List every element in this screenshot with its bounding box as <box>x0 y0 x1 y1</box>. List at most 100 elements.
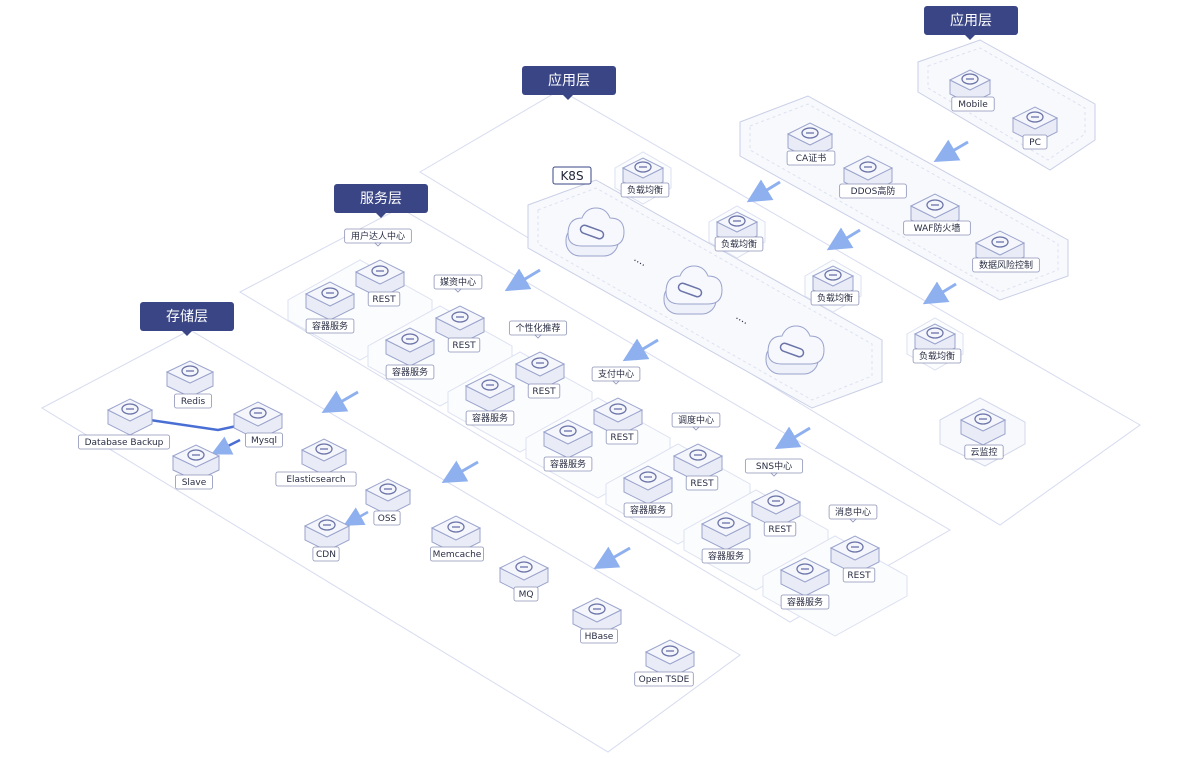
cup-icon <box>451 311 469 323</box>
cdn-label-text: CDN <box>316 550 336 560</box>
service-title-3: 个性化推荐 <box>508 320 568 339</box>
layer-tag-app-center: 应用层 <box>522 66 616 100</box>
layer-tag-app-right-text: 应用层 <box>950 12 992 29</box>
pc-label-text: PC <box>1029 138 1041 148</box>
memcache-label: Memcache <box>429 546 484 562</box>
container-label-3: 容器服务 <box>465 410 515 426</box>
service-title-5-text: 调度中心 <box>678 414 714 426</box>
rest-label-4-text: REST <box>610 433 634 443</box>
slave-label-text: Slave <box>182 478 207 488</box>
rest-node-2 <box>434 305 486 345</box>
container-label-7-text: 容器服务 <box>787 596 823 608</box>
monitor-label: 云监控 <box>964 444 1004 460</box>
db-backup-label: Database Backup <box>78 434 170 450</box>
cube-icon <box>639 471 657 483</box>
rest-node-5 <box>672 443 724 483</box>
risk-control-icon <box>991 236 1009 248</box>
load-balancer-label-1: 负载均衡 <box>620 182 670 198</box>
cube-icon <box>796 563 814 575</box>
elasticsearch-icon <box>315 443 333 455</box>
branch-icon <box>515 561 533 573</box>
container-label-7: 容器服务 <box>780 594 830 610</box>
rest-node-1 <box>354 259 406 299</box>
k8s-label: K8S <box>552 166 592 185</box>
mq-label: MQ <box>513 586 539 602</box>
container-label-6-text: 容器服务 <box>708 550 744 562</box>
arrow-service-to-storage-3 <box>593 546 631 569</box>
database-backup-icon <box>121 403 139 415</box>
load-balancer-label-2: 负载均衡 <box>714 236 764 252</box>
db-backup-node <box>106 398 154 436</box>
waf-label: WAF防火墙 <box>903 220 971 236</box>
dolphin-icon <box>249 407 267 419</box>
load-balancer-label-3: 负载均衡 <box>810 290 860 306</box>
arrow-service-to-storage-1 <box>321 390 359 413</box>
k8s-node-3 <box>765 325 825 375</box>
container-node-2 <box>384 327 436 367</box>
layer-tag-app-right: 应用层 <box>924 6 1018 40</box>
storage-layer-platform <box>40 329 741 753</box>
load-balancer-label-2-text: 负载均衡 <box>721 238 757 250</box>
mobile-label-text: Mobile <box>958 100 988 110</box>
rest-label-4: REST <box>605 429 639 445</box>
container-label-6: 容器服务 <box>701 548 751 564</box>
rest-label-3: REST <box>527 383 561 399</box>
memcache-label-text: Memcache <box>433 550 482 560</box>
cdn-node <box>303 514 351 552</box>
ca-label-text: CA证书 <box>796 153 826 164</box>
rest-node-7 <box>829 535 881 575</box>
ca-label: CA证书 <box>786 150 836 166</box>
layer-tag-storage-text: 存储层 <box>166 309 208 325</box>
redis-node <box>165 360 215 398</box>
rest-node-4 <box>592 397 644 437</box>
rest-label-1: REST <box>367 291 401 307</box>
k8s-nodes <box>565 207 825 375</box>
slave-label: Slave <box>175 474 213 490</box>
elasticsearch-label-text: Elasticsearch <box>286 475 345 485</box>
k8s-node-2 <box>663 265 723 315</box>
certificate-icon <box>801 127 819 139</box>
cdn-label: CDN <box>312 546 340 562</box>
container-label-1: 容器服务 <box>305 318 355 334</box>
load-balancer-label-4: 负载均衡 <box>912 348 962 364</box>
oss-label-text: OSS <box>378 514 397 524</box>
cube-icon <box>559 425 577 437</box>
paper-plane-icon <box>926 327 944 339</box>
rest-label-7: REST <box>842 567 876 583</box>
memcache-icon <box>447 521 465 533</box>
mysql-label-text: Mysql <box>251 436 277 446</box>
container-label-4: 容器服务 <box>543 456 593 472</box>
cup-icon <box>767 495 785 507</box>
monitor-icon <box>1026 111 1044 123</box>
arrow-security-to-lb-1 <box>746 179 781 203</box>
risk-label-text: 数据风险控制 <box>979 259 1033 271</box>
ddos-label: DDOS高防 <box>839 183 907 199</box>
service-title-6-text: SNS中心 <box>756 460 792 472</box>
cube-icon <box>717 517 735 529</box>
service-title-5: 调度中心 <box>671 412 721 431</box>
monitor-node <box>959 408 1007 446</box>
oss-label: OSS <box>373 510 401 526</box>
slave-icon <box>187 449 205 461</box>
opentsde-label-text: Open TSDE <box>639 675 690 685</box>
rest-label-6: REST <box>763 521 797 537</box>
arrow-oss-to-cdn <box>343 507 369 526</box>
rest-label-5: REST <box>685 475 719 491</box>
risk-label: 数据风险控制 <box>972 257 1040 273</box>
cup-icon <box>609 403 627 415</box>
arrow-k8s-to-service-3 <box>774 426 811 450</box>
layer-tag-storage: 存储层 <box>140 302 234 336</box>
cube-icon <box>401 333 419 345</box>
application-layer-platform <box>419 89 1141 526</box>
cube-icon <box>321 287 339 299</box>
layer-tag-app-center-text: 应用层 <box>548 72 590 89</box>
container-label-2-text: 容器服务 <box>392 366 428 378</box>
service-title-2: 媒资中心 <box>433 274 483 293</box>
firewall-icon <box>926 199 944 211</box>
load-balancer-label-1-text: 负载均衡 <box>627 184 663 196</box>
arrow-security-to-lb-2 <box>826 227 861 251</box>
rest-node-6 <box>750 489 802 529</box>
rest-label-2: REST <box>447 337 481 353</box>
redis-icon <box>181 365 199 377</box>
